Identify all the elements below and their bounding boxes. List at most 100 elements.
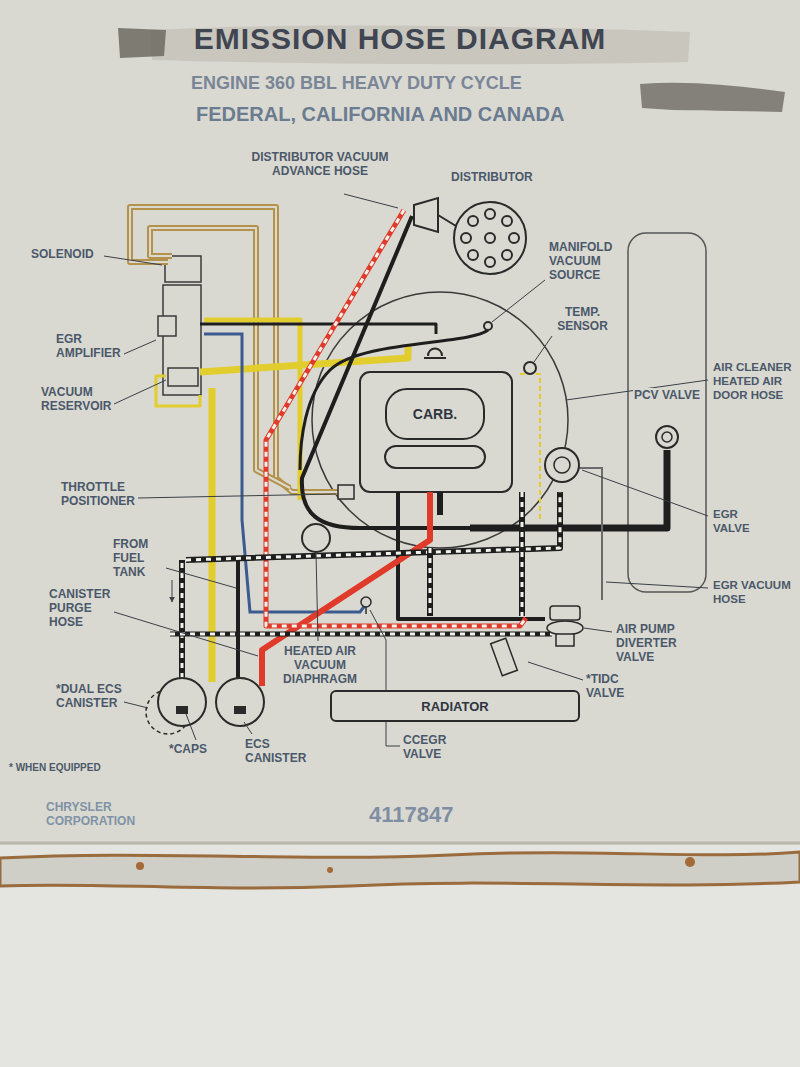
- blue-hose: [204, 334, 366, 612]
- advance-rod: [438, 215, 456, 226]
- part-label: AIR CLEANER HEATED AIR DOOR HOSE: [712, 361, 793, 401]
- label-slot: TEMP. SENSOR: [545, 305, 620, 333]
- label-slot: VACUUM RESERVOIR: [40, 385, 140, 413]
- label-slot: PCV VALVE: [632, 388, 702, 402]
- label-slot: EGR VACUUM HOSE: [712, 578, 798, 606]
- label-slot: *DUAL ECS CANISTER: [55, 682, 150, 710]
- tape-smudge: [640, 83, 785, 112]
- part-label: FROM FUEL TANK: [112, 537, 149, 579]
- rust-spot: [685, 857, 695, 867]
- label-slot: CCEGR VALVE: [402, 733, 457, 761]
- label-slot: AIR PUMP DIVERTER VALVE: [615, 622, 695, 664]
- part-name: CARB.: [413, 406, 457, 422]
- part-label: DISTRIBUTOR: [450, 170, 534, 184]
- carburetor-band: [385, 446, 485, 468]
- radiator-box: RADIATOR: [330, 690, 580, 722]
- part-label: TEMP. SENSOR: [556, 305, 609, 333]
- part-label: VACUUM RESERVOIR: [40, 385, 112, 413]
- tan-hose: [130, 207, 338, 492]
- ecs-canister: [158, 678, 206, 726]
- label-slot: EGR AMPLIFIER: [55, 332, 150, 360]
- ecs-canister: [216, 678, 264, 726]
- label-slot: ECS CANISTER: [244, 737, 319, 765]
- part-label: THROTTLE POSITIONER: [60, 480, 136, 508]
- sticker-edge: [0, 842, 800, 845]
- part-label: AIR PUMP DIVERTER VALVE: [615, 622, 678, 664]
- valve-cover-outline: [628, 233, 706, 592]
- part-label: *CAPS: [168, 742, 208, 756]
- part-label: EGR VALVE: [712, 508, 751, 534]
- label-slot: HEATED AIR VACUUM DIAPHRAGM: [270, 644, 370, 686]
- diagram-title: EMISSION HOSE DIAGRAM: [0, 22, 800, 56]
- part-label: EGR AMPLIFIER: [55, 332, 122, 360]
- rust-spot: [136, 862, 144, 870]
- egr-vacuum-hose: [578, 468, 602, 600]
- tidc-valve: [491, 638, 518, 675]
- part-label: DISTRIBUTOR VACUUM ADVANCE HOSE: [251, 150, 390, 178]
- red-dashed-hose: [266, 210, 526, 626]
- pcv-valve: [662, 432, 672, 442]
- black-hose: [200, 216, 667, 678]
- carburetor-outline: [360, 372, 512, 492]
- egr-valve: [554, 457, 570, 473]
- label-slot: * WHEN EQUIPPED: [8, 762, 168, 774]
- part-label: HEATED AIR VACUUM DIAPHRAGM: [282, 644, 358, 686]
- label-slot: DISTRIBUTOR VACUUM ADVANCE HOSE: [250, 150, 390, 178]
- vacuum-advance-unit: [414, 198, 438, 232]
- diverter-valve: [547, 606, 583, 646]
- vacuum-source: [484, 322, 492, 330]
- canister-cap: [176, 706, 188, 714]
- part-label: FEDERAL, CALIFORNIA AND CANADA: [195, 103, 566, 125]
- label-slot: 4117847: [368, 802, 528, 828]
- throttle-positioner: [338, 485, 354, 499]
- part-label: * WHEN EQUIPPED: [8, 762, 102, 773]
- label-slot: FEDERAL, CALIFORNIA AND CANADA: [195, 102, 755, 126]
- label-slot: EGR VALVE: [712, 507, 767, 535]
- label-slot: *CAPS: [168, 742, 218, 756]
- air-cleaner-outline: [312, 292, 568, 548]
- part-label: *TIDC VALVE: [585, 672, 625, 700]
- vacuum-diaphragm: [302, 524, 330, 552]
- tape-smudge: [118, 28, 166, 58]
- part-label: ENGINE 360 BBL HEAVY DUTY CYCLE: [190, 73, 523, 93]
- part-label: CHRYSLER CORPORATION: [45, 800, 136, 828]
- carburetor-fitting: [424, 349, 446, 359]
- label-slot: THROTTLE POSITIONER: [60, 480, 160, 508]
- label-slot: FROM FUEL TANK: [112, 537, 164, 579]
- label-slot: CANISTER PURGE HOSE: [48, 587, 123, 629]
- egr-column: [158, 256, 201, 395]
- label-slot: AIR CLEANER HEATED AIR DOOR HOSE: [712, 360, 798, 402]
- pcv-valve: [656, 426, 678, 448]
- label-slot: MANIFOLD VACUUM SOURCE: [548, 240, 626, 282]
- label-slot: *TIDC VALVE: [585, 672, 645, 700]
- egr-valve: [545, 448, 579, 482]
- part-label: 4117847: [368, 802, 454, 827]
- part-label: EGR VACUUM HOSE: [712, 579, 792, 605]
- part-label: PCV VALVE: [633, 388, 701, 402]
- canister-cap: [234, 706, 246, 714]
- part-label: CANISTER PURGE HOSE: [48, 587, 111, 629]
- part-label: CCEGR VALVE: [402, 733, 447, 761]
- checkered-hose: [170, 492, 560, 678]
- part-label: SOLENOID: [30, 247, 95, 261]
- part-label: ECS CANISTER: [244, 737, 307, 765]
- label-slot: ENGINE 360 BBL HEAVY DUTY CYCLE: [190, 72, 750, 94]
- rust-spot: [327, 867, 333, 873]
- part-label: MANIFOLD VACUUM SOURCE: [548, 240, 613, 282]
- part-label: *DUAL ECS CANISTER: [55, 682, 123, 710]
- sticker-ground: [0, 0, 800, 845]
- part-name: RADIATOR: [421, 699, 488, 714]
- rusty-lip: [0, 852, 800, 888]
- temp-sensor: [524, 362, 536, 374]
- leader-line: [104, 194, 708, 746]
- canister-purge-hose: [262, 492, 430, 686]
- ccegr-valve: [361, 597, 371, 614]
- metal-panel: [0, 845, 800, 1067]
- label-slot: DISTRIBUTOR: [450, 170, 570, 184]
- distributor-cap: [454, 202, 526, 274]
- carburetor-box: CARB.: [385, 388, 485, 440]
- label-slot: SOLENOID: [30, 247, 120, 261]
